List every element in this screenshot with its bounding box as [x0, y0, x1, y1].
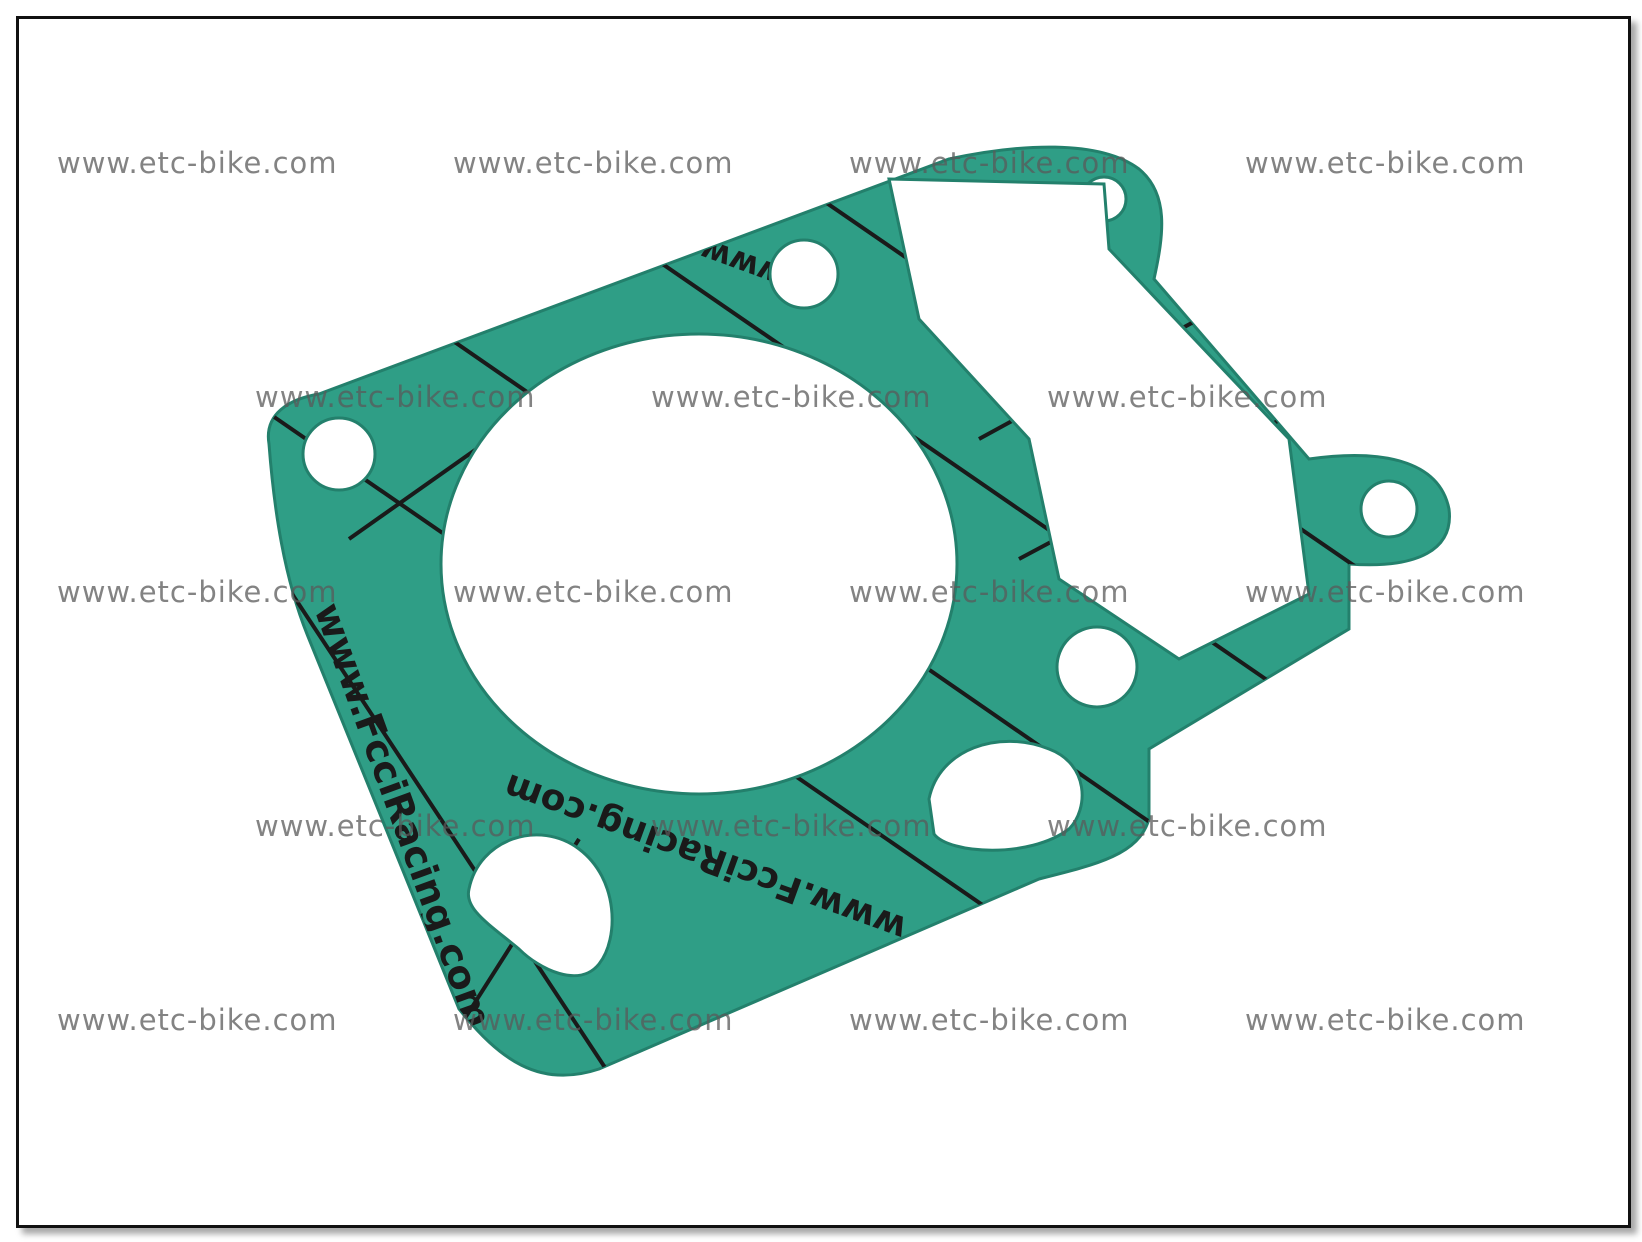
photo-frame: www.FcciRacing.com www.FcciRacing.com ww… — [16, 16, 1631, 1228]
bolt-hole-far-right — [1359, 479, 1419, 539]
lower-window — [927, 739, 1084, 852]
gasket-print-url-3: www.FcciRacing.com — [424, 132, 792, 297]
bolt-hole-top — [768, 238, 840, 310]
chain-tunnel-window — [887, 177, 1311, 661]
oil-passage-slot — [466, 833, 614, 978]
gasket-holes — [301, 175, 1419, 978]
gasket-photo: www.FcciRacing.com www.FcciRacing.com ww… — [266, 132, 1451, 1077]
bolt-hole-right — [1055, 625, 1139, 709]
cylinder-bore — [439, 332, 959, 796]
bolt-hole-left — [301, 416, 377, 492]
